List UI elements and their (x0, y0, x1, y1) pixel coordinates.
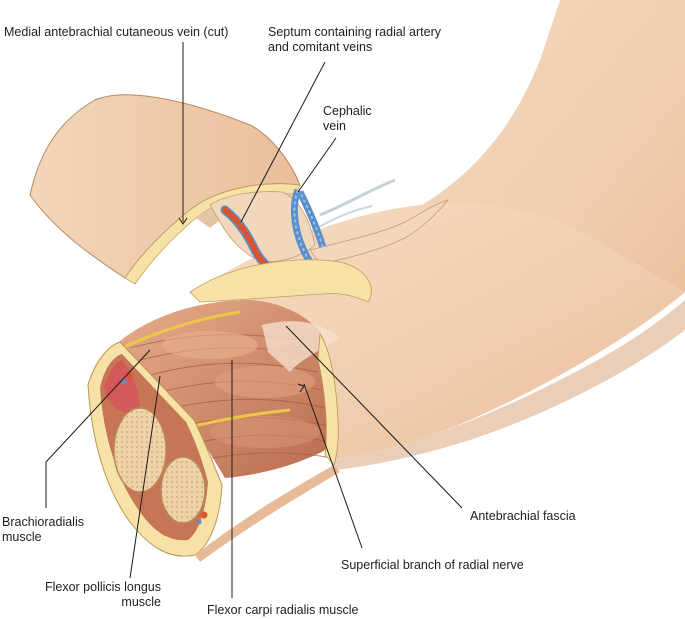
cephalic-vein-highlight (293, 189, 328, 277)
leader-superficial-branch (303, 383, 363, 549)
label-flexor-carpi: Flexor carpi radialis muscle (207, 603, 359, 617)
leader-septum (240, 61, 326, 223)
muscle-bulge-3 (210, 416, 320, 448)
label-cephalic-line1: Cephalic (323, 104, 372, 118)
label-brachioradialis: Brachioradialis muscle (2, 515, 84, 545)
fascia-wisp (309, 199, 450, 265)
compartment-right-wall (317, 332, 339, 466)
label-cephalic-line2: vein (323, 119, 346, 133)
vein-section (196, 519, 202, 525)
arrowhead-nerve (297, 383, 305, 393)
muscle-bulge-2 (215, 366, 315, 398)
label-septum: Septum containing radial artery and comi… (268, 25, 441, 55)
vein-section-upper (121, 379, 127, 385)
muscle-bulge-1 (162, 331, 258, 359)
label-septum-line1: Septum containing radial artery (268, 25, 442, 39)
label-antebrachial-fascia: Antebrachial fascia (470, 509, 576, 523)
arrowhead-medial (178, 217, 188, 225)
leader-antebrachial-fascia (285, 325, 463, 509)
label-septum-line2: and comitant veins (268, 40, 373, 54)
leader-flexor-pollicis (129, 375, 161, 579)
radial-artery-section (200, 511, 208, 519)
label-brachioradialis-line2: muscle (2, 530, 42, 544)
label-flexor-pollicis-line2: muscle (121, 595, 161, 609)
superficial-radial-nerve (117, 310, 241, 352)
radius-bone (113, 407, 167, 493)
leader-cephalic (297, 137, 337, 193)
label-flexor-pollicis: Flexor pollicis longus muscle (7, 580, 161, 610)
leader-brachioradialis-2 (45, 349, 151, 463)
faint-vein-1 (319, 178, 396, 217)
leader-lines (45, 42, 463, 598)
compartment-bottom-skin (195, 465, 340, 562)
label-superficial-branch: Superficial branch of radial nerve (341, 558, 524, 572)
skin-cut-edge (189, 259, 372, 303)
antebrachial-fascia-sheet (262, 321, 340, 372)
ulna-bone (160, 456, 206, 524)
label-flexor-pollicis-line1: Flexor pollicis longus (44, 580, 161, 594)
label-medial-antebrachial-vein: Medial antebrachial cutaneous vein (cut) (4, 25, 229, 39)
label-cephalic-vein: Cephalic vein (323, 104, 372, 134)
label-brachioradialis-line1: Brachioradialis (2, 515, 84, 529)
